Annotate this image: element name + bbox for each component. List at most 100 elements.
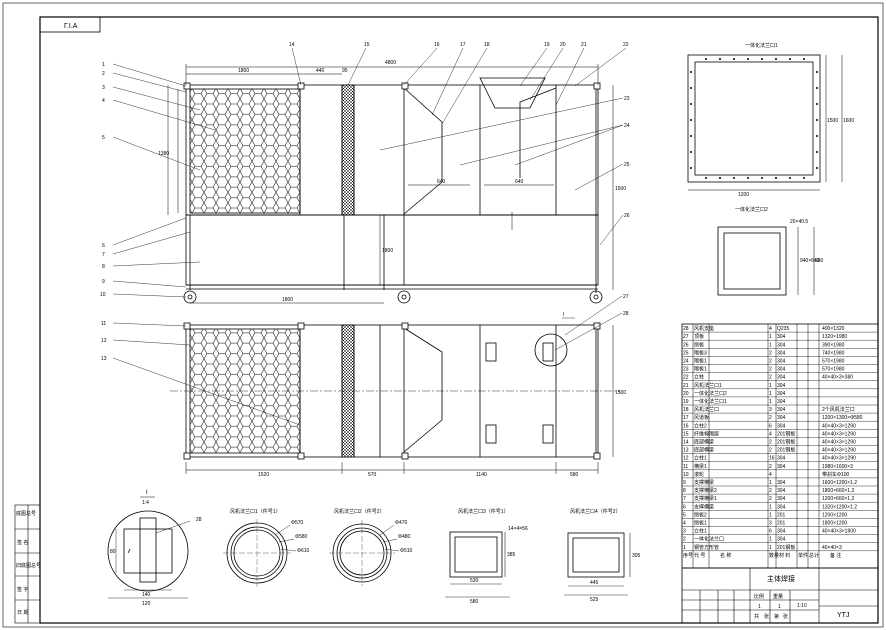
bom-cell: 1	[769, 399, 772, 405]
detail-1-holes	[690, 58, 818, 179]
detail-4	[223, 519, 297, 587]
bom-cell: 304	[777, 480, 786, 486]
dim-bottom-height: 1500	[615, 390, 626, 396]
svg-text:3: 3	[102, 85, 105, 91]
bom-cell: 1800×1200	[822, 521, 847, 527]
left-title-labels: 底图总号 签 名 旧底图总号 签 字 日 期	[16, 510, 41, 616]
left-title-strip	[14, 504, 41, 624]
bom-cell: 1	[769, 383, 772, 389]
dim-height-right: 1500	[615, 186, 626, 192]
svg-text:19: 19	[544, 42, 550, 48]
bom-cell: 26	[683, 342, 689, 348]
tab-label: Г.І.А	[64, 23, 78, 30]
bom-header-cell: 代 号	[694, 552, 705, 559]
svg-text:比例: 比例	[754, 593, 764, 600]
svg-text:16: 16	[434, 42, 440, 48]
bom-header-cell: 名 称	[720, 552, 731, 559]
bom-cell: 400×1320	[822, 326, 845, 332]
detail-5-title: 风机法兰口2（件号2）	[334, 508, 385, 515]
svg-text:5: 5	[102, 135, 105, 141]
bom-cell: 2	[769, 496, 772, 502]
svg-text:27: 27	[623, 294, 629, 300]
top-view-leaders	[112, 47, 627, 298]
bom-cell: 立柱2	[694, 422, 707, 429]
top-view-dims	[167, 64, 614, 304]
bom-header-cell: 总计	[809, 552, 819, 559]
detail-6-dim-b: 580	[470, 599, 479, 605]
bom-header-cell: 序号	[683, 552, 693, 559]
bom-cell: 40×40×3	[822, 545, 842, 551]
bom-cell: 1320×1980	[822, 334, 847, 340]
bom-cell: 304	[777, 391, 786, 397]
bom-cell: 304	[777, 375, 786, 381]
bom-cell: 21	[683, 383, 689, 389]
svg-text:25: 25	[624, 162, 630, 168]
bom-cell: 23	[683, 367, 689, 373]
bom-cell: 钢管方形管	[694, 544, 719, 551]
bom-cell: 304	[777, 359, 786, 365]
bom-cell: 立柱	[694, 374, 704, 381]
bom-cell: 1	[769, 342, 772, 348]
bom-cell: 风机法兰口1	[694, 382, 722, 389]
bom-cell: 2	[769, 367, 772, 373]
bom-cell: 12	[683, 456, 689, 462]
bom-cell: 7	[683, 496, 686, 502]
dim-fiber: 95	[342, 68, 348, 74]
svg-text:7: 7	[102, 252, 105, 258]
bom-header-cell: 数量	[769, 552, 779, 559]
bom-cell: 4	[769, 431, 772, 437]
svg-text:10: 10	[100, 292, 106, 298]
bom-cell: 304	[777, 342, 786, 348]
bom-cell: 740×1980	[822, 350, 845, 356]
detail-2-dim-b: 940×640	[800, 258, 820, 264]
bom-cell: 15	[683, 431, 689, 437]
detail-1-dim-c: 1600	[843, 118, 854, 124]
svg-text:2: 2	[102, 71, 105, 77]
bom-cell: 10	[683, 472, 689, 478]
bom-cell: 6	[769, 423, 772, 429]
svg-text:24: 24	[624, 123, 630, 129]
bom-cell: 一体化法兰口2	[694, 390, 727, 397]
bom-cell: 6	[769, 529, 772, 535]
bom-cell: 2	[769, 464, 772, 470]
svg-text:签 名: 签 名	[17, 539, 28, 546]
bom-cell: 立柱1	[694, 528, 707, 535]
svg-text:签 字: 签 字	[17, 586, 28, 593]
bom-cell: 支撑横梁1	[694, 495, 717, 502]
bom-cell: 侧板	[694, 341, 704, 348]
bom-cell: 201钢板	[777, 447, 795, 454]
detail-6-dim-c: 385	[507, 552, 516, 558]
sheet-border-inner	[39, 16, 879, 624]
svg-text:I: I	[563, 312, 564, 318]
detail-4-dim-c: Φ610	[297, 548, 310, 554]
svg-text:重量: 重量	[773, 593, 783, 600]
svg-text:1: 1	[758, 604, 761, 610]
svg-text:11: 11	[101, 321, 106, 327]
detail-5-dim-a: Φ470	[395, 520, 408, 526]
bom-cell: 4	[769, 326, 772, 332]
dim-bottom-3: 1140	[476, 472, 487, 478]
bom-cell: 40×40×3×1290	[822, 448, 856, 454]
bom-cell: 40×40×3×1290	[822, 456, 856, 462]
svg-text:张: 张	[783, 613, 788, 620]
dim-bottom-4: 580	[570, 472, 579, 478]
bom-cell: 1	[769, 537, 772, 543]
bom-cell: 19	[683, 399, 689, 405]
bom-cell: 支撑横梁	[694, 479, 714, 486]
dim-gap: 440	[316, 68, 325, 74]
dim-bottom-2: 570	[368, 472, 377, 478]
bom-cell: 304	[777, 399, 786, 405]
bom-cell: 27	[683, 334, 689, 340]
bom-cell: 1	[769, 391, 772, 397]
detail-3-dim-a: 80	[110, 549, 116, 555]
bom-cell: 304	[777, 456, 786, 462]
bom-cell: 304	[777, 504, 786, 510]
bom-cell: 40×40×3×380	[822, 375, 853, 381]
svg-text:底图总号: 底图总号	[16, 510, 36, 517]
bom-cell: 1980×1600×3	[822, 464, 853, 470]
svg-text:1: 1	[102, 62, 105, 68]
detail-7-dim-c: 305	[632, 553, 641, 559]
detail-7-title: 风机法兰口4（件号2）	[570, 508, 621, 515]
bom-cell: 201钢板	[777, 544, 795, 551]
bom-cell: 20	[683, 391, 689, 397]
